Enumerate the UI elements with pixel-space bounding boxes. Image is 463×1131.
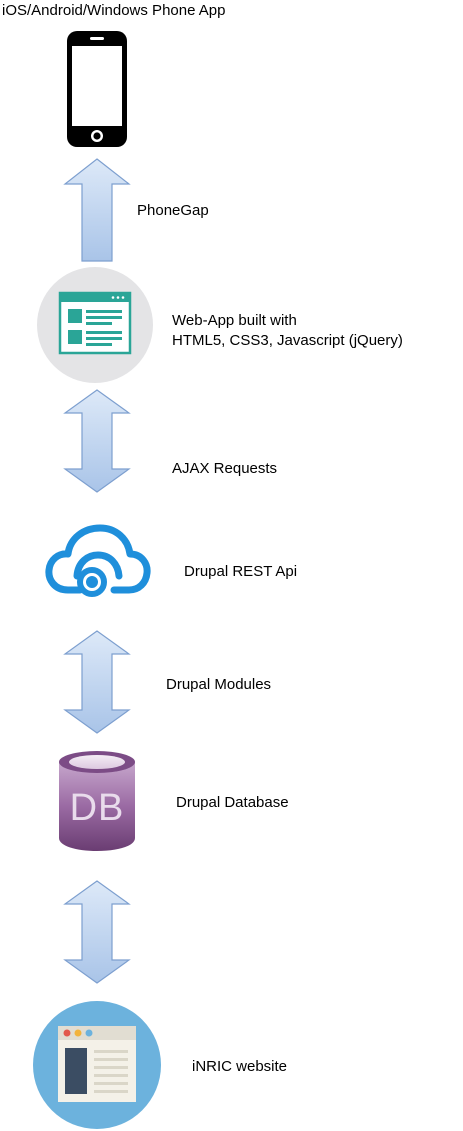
double-arrow-website (63, 880, 131, 984)
cloud-api-icon (44, 524, 152, 604)
diagram-title: iOS/Android/Windows Phone App (2, 2, 226, 19)
label-modules: Drupal Modules (166, 676, 272, 693)
label-rest-api: Drupal REST Api (184, 563, 298, 580)
label-ajax: AJAX Requests (172, 460, 278, 477)
database-icon-text: DB (69, 787, 125, 829)
double-arrow-ajax (63, 389, 131, 493)
website-browser-icon (32, 1000, 162, 1130)
label-website: iNRIC website (192, 1058, 288, 1075)
label-webapp-line1: Web-App built with (172, 312, 297, 329)
label-database: Drupal Database (176, 794, 289, 811)
label-phonegap: PhoneGap (137, 202, 209, 219)
double-arrow-modules (63, 630, 131, 734)
smartphone-icon (66, 30, 128, 148)
up-arrow-phonegap (63, 158, 131, 262)
web-app-window-icon (36, 266, 154, 384)
label-webapp-line2: HTML5, CSS3, Javascript (jQuery) (172, 332, 403, 349)
database-icon (58, 750, 136, 852)
